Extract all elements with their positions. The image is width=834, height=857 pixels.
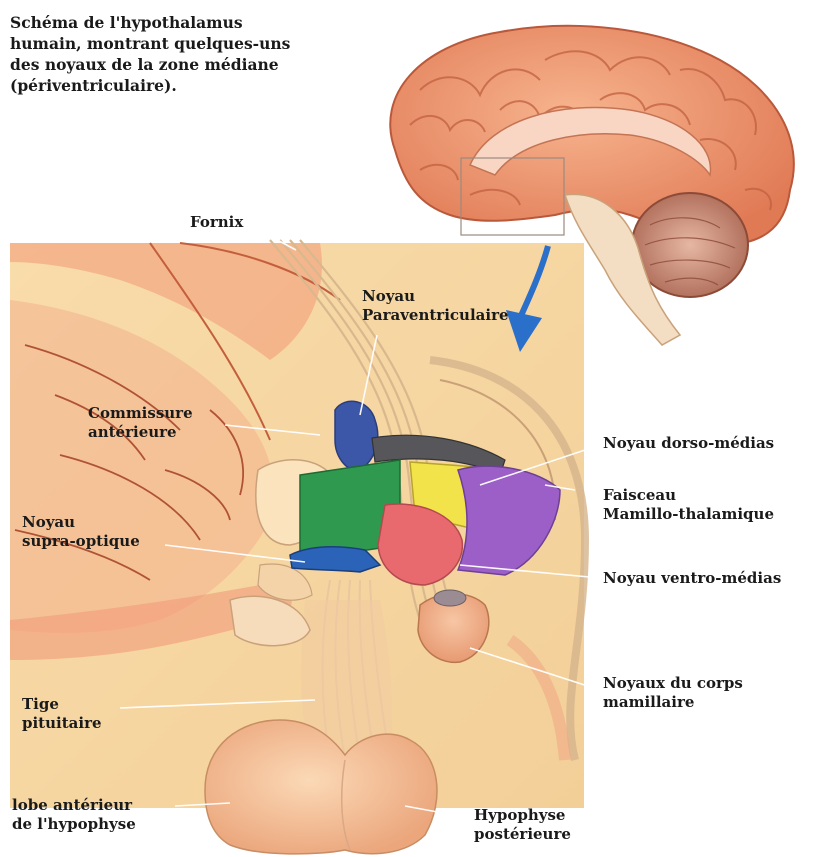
label-posterior-pituitary: Hypophyse postérieure (474, 806, 571, 844)
label-mamillary-body-nuclei: Noyaux du corps mamillaire (603, 674, 743, 712)
diagram-title: Schéma de l'hypothalamus humain, montran… (10, 12, 370, 96)
label-ventromedial-nucleus: Noyau ventro-médias (603, 569, 781, 588)
label-anterior-pituitary: lobe antérieur de l'hypophyse (12, 796, 136, 834)
label-supraoptic-nucleus: Noyau supra-optique (22, 513, 140, 551)
label-pituitary-stalk: Tige pituitaire (22, 695, 102, 733)
label-mamillothalamic-tract: Faisceau Mamillo-thalamique (603, 486, 774, 524)
label-dorsomedial-nucleus: Noyau dorso-médias (603, 434, 774, 453)
label-paraventricular-nucleus: Noyau Paraventriculaire (362, 287, 509, 325)
label-fornix: Fornix (190, 213, 243, 232)
label-anterior-commissure: Commissure antérieure (88, 404, 193, 442)
